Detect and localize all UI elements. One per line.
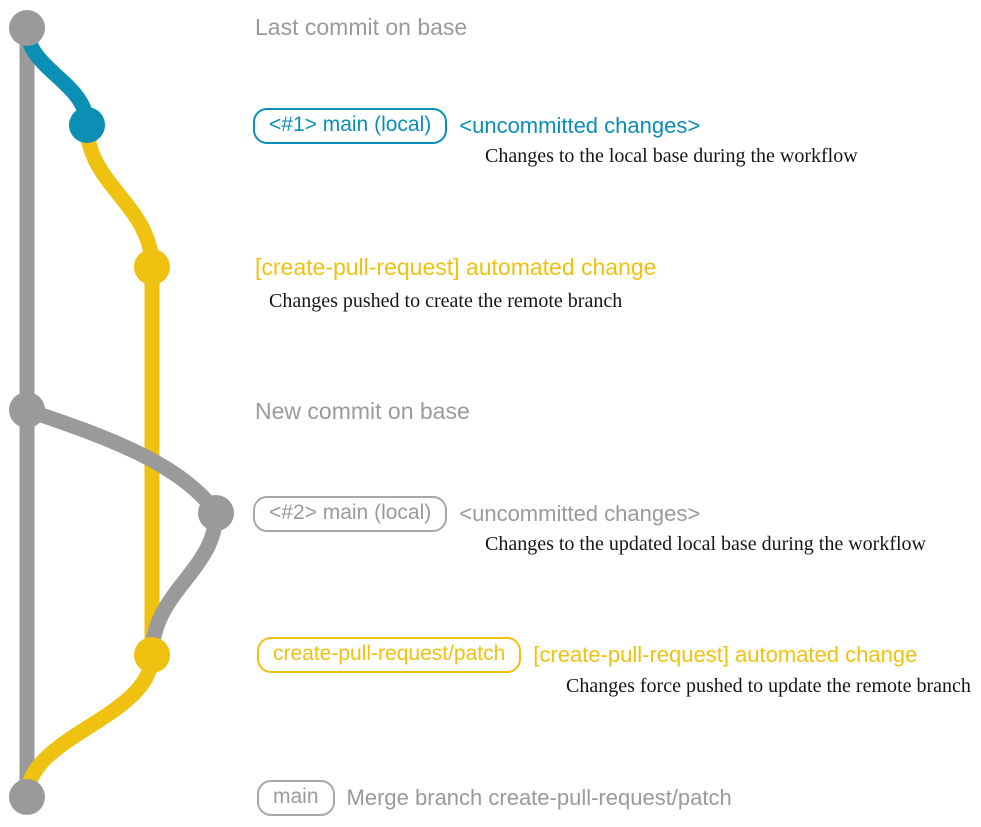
row-automated-change-2: create-pull-request/patch [create-pull-r… [257,637,918,674]
row-local-commit-1: <#1> main (local) <uncommitted changes> [253,108,701,145]
row-merge-commit: main Merge branch create-pull-request/pa… [257,780,732,817]
headline-automated-change-1: [create-pull-request] automated change [255,254,657,280]
headline-last-commit-on-base: Last commit on base [255,14,468,40]
note-local-commit-1: Changes to the local base during the wor… [485,145,858,167]
commit-message-local-2: <uncommitted changes> [459,500,701,526]
node-last-commit-on-base[interactable] [9,10,45,46]
edge-local2-to-patch2 [144,505,224,663]
commit-message-automated-change-2: [create-pull-request] automated change [533,641,918,667]
note-automated-change-1: Changes pushed to create the remote bran… [269,290,623,312]
edge-base2-to-local2 [19,402,224,521]
node-local-commit-2[interactable] [198,495,234,531]
branch-pill-main-local-2[interactable]: <#2> main (local) [253,496,448,533]
headline-new-commit-on-base: New commit on base [255,398,470,424]
branch-pill-create-pull-request-patch[interactable]: create-pull-request/patch [257,637,522,674]
edge-local1-to-patch1 [79,117,160,275]
edge-patch2-to-merge [19,647,160,805]
branch-pill-main[interactable]: main [257,780,335,817]
commit-message-local-1: <uncommitted changes> [459,112,701,138]
node-automated-change-2[interactable] [134,637,170,673]
git-graph [9,10,234,815]
branch-pill-main-local-1[interactable]: <#1> main (local) [253,108,448,145]
node-merge-commit[interactable] [9,779,45,815]
node-local-commit-1[interactable] [69,107,105,143]
row-local-commit-2: <#2> main (local) <uncommitted changes> [253,496,701,533]
note-local-commit-2: Changes to the updated local base during… [485,533,926,555]
node-new-commit-on-base[interactable] [9,392,45,428]
commit-message-merge: Merge branch create-pull-request/patch [346,784,732,810]
node-automated-change-1[interactable] [134,249,170,285]
note-automated-change-2: Changes force pushed to update the remot… [566,675,971,697]
